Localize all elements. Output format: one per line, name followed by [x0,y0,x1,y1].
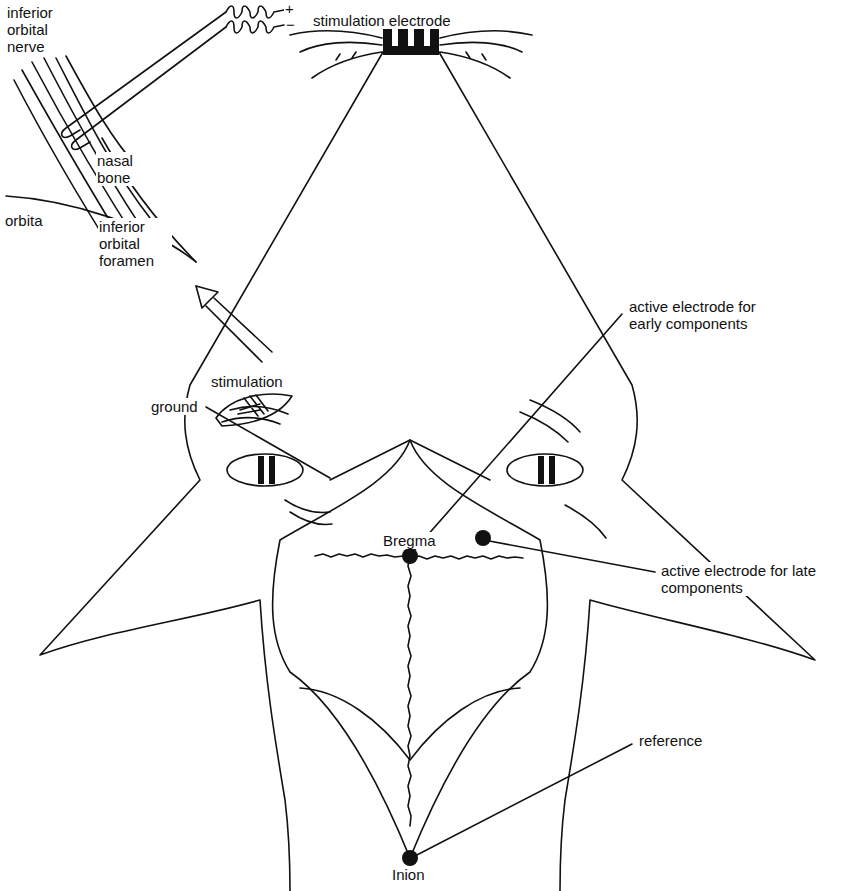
electrode-label: active electrode for early components [628,298,790,332]
bone-label: nasal bone [96,152,150,186]
orbit-label: orbita [4,212,44,229]
foramen-label: inferior orbital foramen [98,218,172,269]
polarity-sign: − [285,16,296,33]
stimulation-label: stimulation [210,373,284,390]
polarity-sign: + [284,0,295,17]
ground-label: ground [150,398,199,415]
electrode-label: stimulation electrode [312,12,452,29]
landmark-label: Bregma [382,532,437,549]
electrode-label: active electrode for late components [660,562,822,596]
nerve-label: inferior orbital nerve [6,4,78,55]
reference-label: reference [638,732,703,749]
landmark-label: Inion [391,866,426,883]
